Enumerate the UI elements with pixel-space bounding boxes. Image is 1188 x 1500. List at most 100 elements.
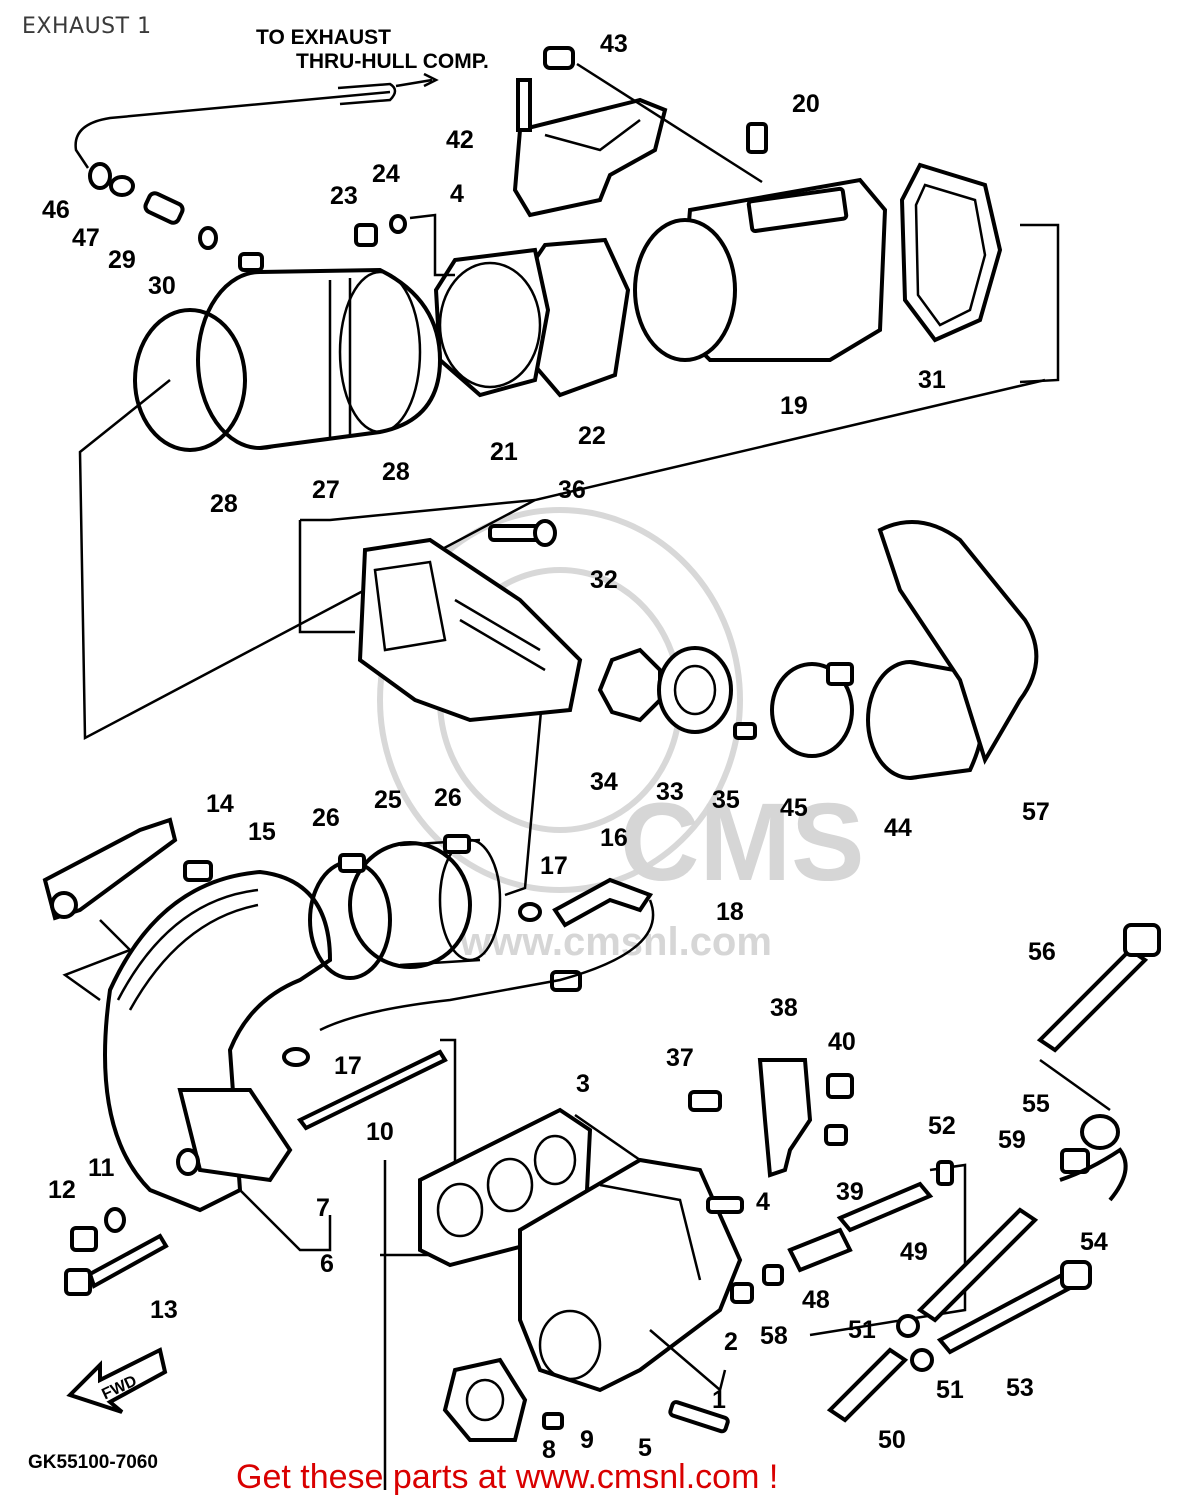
- flange-21: [433, 247, 551, 398]
- part-callout-56: 56: [1028, 938, 1056, 966]
- part-callout-54: 54: [1080, 1228, 1108, 1256]
- washer-58: [762, 1264, 784, 1286]
- part-callout-4b: 4: [756, 1188, 770, 1216]
- part-callout-42: 42: [446, 126, 474, 154]
- bolt-39: [824, 1124, 848, 1146]
- part-callout-37: 37: [666, 1044, 694, 1072]
- part-callout-10: 10: [366, 1118, 394, 1146]
- oring-51a: [896, 1314, 920, 1338]
- to-exhaust-note-line1: TO EXHAUST: [256, 26, 391, 49]
- part-callout-8: 8: [542, 1436, 556, 1464]
- part-callout-7: 7: [316, 1194, 330, 1222]
- fittings-47-29-30: [109, 175, 264, 272]
- exhaust-elbow-32: [357, 519, 583, 723]
- gasket-34: [597, 647, 662, 723]
- part-callout-12: 12: [48, 1176, 76, 1204]
- hose-53: [936, 1260, 1092, 1355]
- part-callout-23: 23: [330, 182, 358, 210]
- rubber-joint-25: [348, 838, 502, 969]
- part-callout-22: 22: [578, 422, 606, 450]
- part-callout-2: 2: [724, 1328, 738, 1356]
- part-callout-35: 35: [712, 786, 740, 814]
- part-callout-15: 15: [248, 818, 276, 846]
- screw-35: [733, 722, 757, 740]
- part-callout-20: 20: [792, 90, 820, 118]
- part-callout-57: 57: [1022, 798, 1050, 826]
- part-callout-53: 53: [1006, 1374, 1034, 1402]
- washer-11: [104, 1207, 126, 1233]
- fitting-50: [826, 1347, 909, 1423]
- gasket-31: [899, 162, 1003, 343]
- part-callout-46: 46: [42, 196, 70, 224]
- oring-51b: [910, 1348, 934, 1372]
- fitting-48: [787, 1227, 853, 1273]
- clip-52: [936, 1160, 954, 1186]
- part-callout-58: 58: [760, 1322, 788, 1350]
- fwd-arrow-icon: FWD: [66, 1347, 168, 1414]
- part-callout-40: 40: [828, 1028, 856, 1056]
- part-callout-44: 44: [884, 814, 912, 842]
- part-callout-9: 9: [580, 1426, 594, 1454]
- part-callout-18: 18: [716, 898, 744, 926]
- watermark-brand: CMS: [620, 781, 864, 904]
- part-callout-39: 39: [836, 1178, 864, 1206]
- part-callout-45: 45: [780, 794, 808, 822]
- part-callout-26a: 26: [312, 804, 340, 832]
- clamp-26a: [308, 853, 392, 980]
- bolt-9: [542, 1412, 564, 1430]
- part-callout-4a: 4: [450, 180, 464, 208]
- exhaust-chamber-19: [633, 177, 888, 362]
- bolt-13: [64, 1233, 169, 1296]
- part-callout-16: 16: [600, 824, 628, 852]
- footer-cta-link[interactable]: Get these parts at www.cmsnl.com !: [236, 1458, 779, 1496]
- part-callout-1: 1: [712, 1386, 726, 1414]
- part-callout-31: 31: [918, 366, 946, 394]
- part-callout-25: 25: [374, 786, 402, 814]
- part-callout-36: 36: [558, 476, 586, 504]
- part-callout-33: 33: [656, 778, 684, 806]
- bolt-37: [688, 1090, 722, 1112]
- sensor-56: [1036, 923, 1161, 1053]
- part-callout-32: 32: [590, 566, 618, 594]
- part-callout-51b: 51: [936, 1376, 964, 1404]
- diagram-code: GK55100-7060: [28, 1452, 158, 1473]
- part-callout-59: 59: [998, 1126, 1026, 1154]
- hose-16: [282, 877, 655, 1067]
- clamp-26b: [443, 834, 471, 854]
- part-callout-52: 52: [928, 1112, 956, 1140]
- page-title: EXHAUST 1: [22, 14, 152, 39]
- watermark-url: www.cmsnl.com: [459, 920, 772, 964]
- part-callout-19: 19: [780, 392, 808, 420]
- part-callout-29: 29: [108, 246, 136, 274]
- part-callout-50: 50: [878, 1426, 906, 1454]
- part-callout-38: 38: [770, 994, 798, 1022]
- bolt-4b: [706, 1196, 744, 1214]
- nut-40: [826, 1073, 854, 1099]
- stud-10: [296, 1038, 457, 1257]
- part-callout-28b: 28: [382, 458, 410, 486]
- bolt-2: [730, 1282, 754, 1304]
- gasket-8: [442, 1357, 528, 1442]
- screw-23-washer-24: [354, 213, 455, 277]
- exhaust-manifold-1: [518, 1157, 743, 1393]
- part-callout-55: 55: [1022, 1090, 1050, 1118]
- part-callout-6: 6: [320, 1250, 334, 1278]
- nut-12: [70, 1226, 98, 1252]
- fitting-55: [1080, 1114, 1120, 1150]
- bracket-assembly: [512, 46, 768, 218]
- stud-49: [836, 1181, 934, 1233]
- hose-clamp-28a: [133, 308, 247, 452]
- to-exhaust-note-line2: THRU-HULL COMP.: [296, 50, 489, 73]
- part-callout-14: 14: [206, 790, 234, 818]
- part-callout-13: 13: [150, 1296, 178, 1324]
- exhaust-manifold-6: [103, 869, 333, 1213]
- bracket-14: [42, 817, 213, 921]
- part-callout-5: 5: [638, 1434, 652, 1462]
- part-callout-24: 24: [372, 160, 400, 188]
- part-callout-47: 47: [72, 224, 100, 252]
- part-callout-34: 34: [590, 768, 618, 796]
- part-callout-21: 21: [490, 438, 518, 466]
- part-callout-11: 11: [88, 1154, 115, 1182]
